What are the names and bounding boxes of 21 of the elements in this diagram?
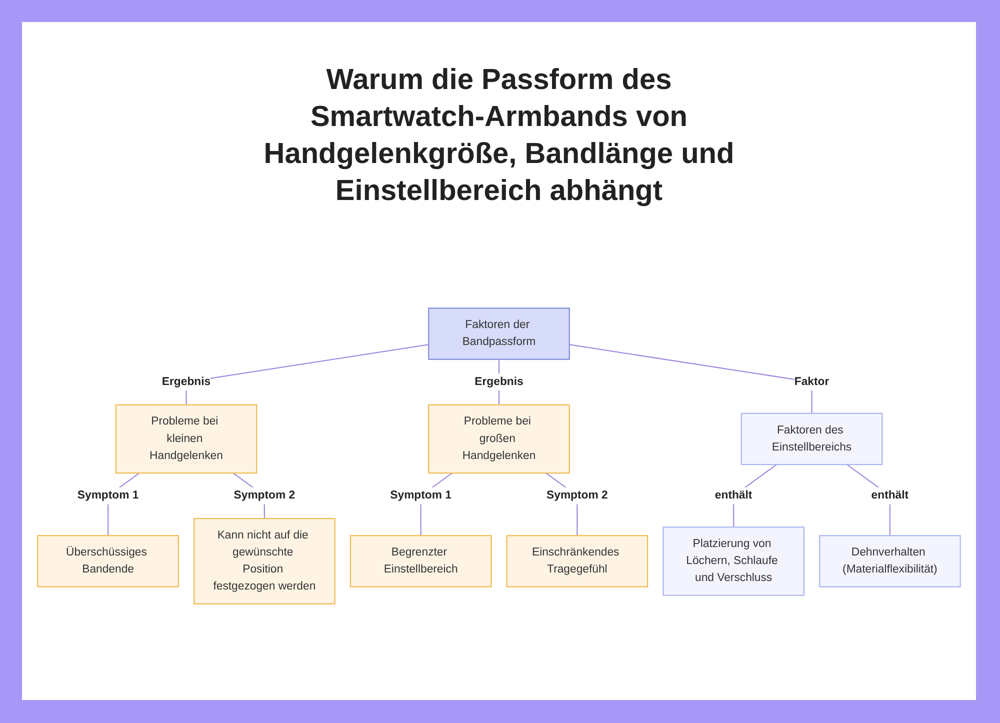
edge-label: enthält xyxy=(714,489,752,502)
edge-label: enthält xyxy=(871,489,909,502)
edge-label: Ergebnis xyxy=(162,376,211,388)
edge-label: Symptom 2 xyxy=(546,489,608,502)
process-box: Platzierung von Löchern, Schlaufe und Verschluss xyxy=(662,526,804,596)
process-box: Überschüssiges Bandende xyxy=(37,535,179,588)
process-box: Dehnverhalten (Materialflexibilität) xyxy=(819,535,961,588)
connector-line xyxy=(569,344,812,414)
process-box: Probleme bei großen Handgelenken xyxy=(428,404,570,474)
process-box: Probleme bei kleinen Handgelenken xyxy=(115,404,258,474)
process-box: Einschränkendes Tragegefühl xyxy=(506,535,648,588)
title: Warum die Passform des Smartwatch-Armbands von Handgelenkgröße, Bandlänge und Einstellbereich abhängt xyxy=(262,63,736,209)
edge-label: Symptom 2 xyxy=(234,489,296,502)
process-box: Kann nicht auf die gewünschte Position festgezogen werden xyxy=(194,518,336,604)
edge-label: Symptom 1 xyxy=(77,489,139,502)
process-box: Faktoren des Einstellbereichs xyxy=(740,412,883,466)
process-box: Faktoren der Bandpassform xyxy=(428,308,570,360)
edge-label: Faktor xyxy=(794,376,830,388)
process-box: Begrenzter Einstellbereich xyxy=(350,535,492,588)
edge-label: Ergebnis xyxy=(474,376,524,388)
edge-label: Symptom 1 xyxy=(390,489,452,502)
